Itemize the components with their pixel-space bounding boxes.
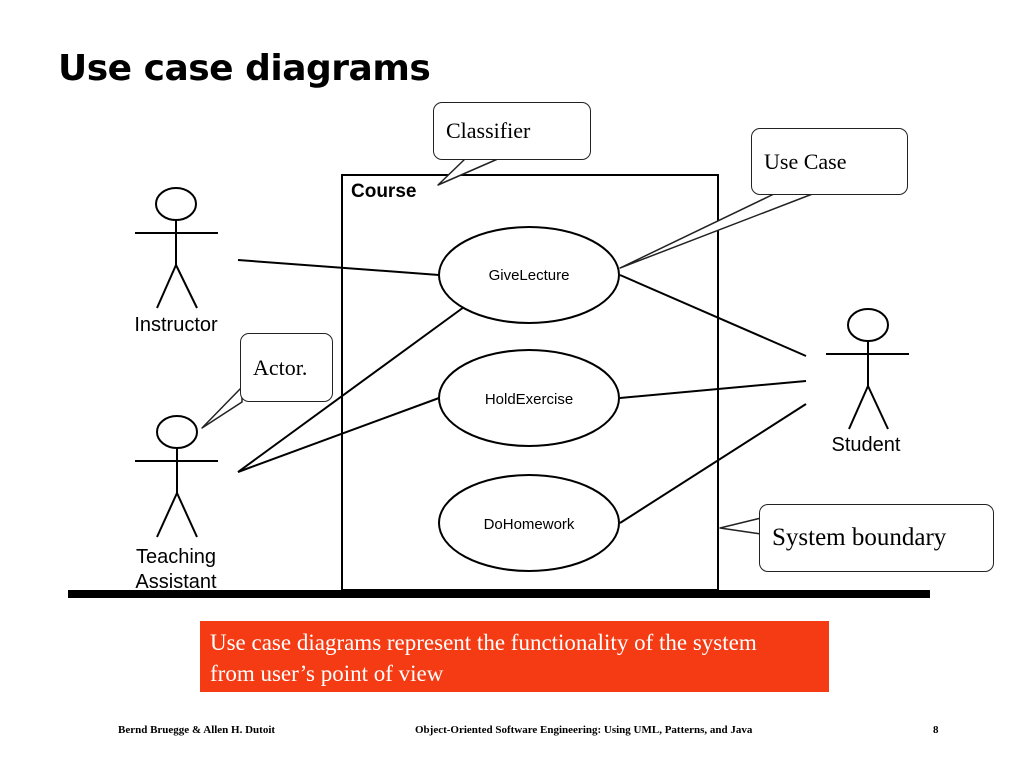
system-boundary-callout-text: System boundary: [772, 524, 947, 551]
use-case-givelecture: GiveLecture: [438, 226, 620, 324]
use-case-label: DoHomework: [484, 516, 575, 533]
actor-teaching-assistant-label-line2: Assistant: [135, 571, 217, 593]
actor-pointer: [201, 386, 243, 429]
slide-title: Use case diagrams: [58, 48, 431, 89]
classifier-callout-text: Classifier: [446, 118, 531, 143]
use-case-label: HoldExercise: [485, 391, 573, 408]
use-case-holdexercise: HoldExercise: [438, 349, 620, 447]
system-boundary-callout: System boundary: [759, 504, 994, 572]
assoc-holdexercise-student: [619, 380, 807, 399]
assoc-ta-givelecture: [237, 306, 465, 473]
actor-student-label: Student: [832, 434, 901, 456]
associations: [237, 259, 807, 524]
use-case-callout: Use Case: [751, 128, 908, 195]
actor-instructor-label: Instructor: [134, 314, 218, 336]
ground-bar: [68, 590, 930, 598]
summary-box: Use case diagrams represent the function…: [200, 621, 829, 692]
callout-pointers: [201, 157, 816, 535]
assoc-ta-holdexercise: [237, 397, 440, 473]
footer-page-number: 8: [933, 724, 939, 736]
actor-teaching-assistant-label-line1: Teaching: [136, 546, 216, 568]
actor-teaching-assistant-figure: [135, 415, 218, 538]
assoc-instructor-givelecture: [237, 259, 440, 276]
actor-callout-text: Actor.: [253, 354, 308, 380]
use-case-label: GiveLecture: [489, 267, 570, 284]
assoc-givelecture-student: [619, 274, 807, 357]
summary-line-2: from user’s point of view: [210, 661, 444, 686]
classifier-pointer: [437, 157, 501, 186]
actor-student-figure: [826, 308, 909, 430]
footer-book-title: Object-Oriented Software Engineering: Us…: [415, 724, 753, 736]
classifier-callout: Classifier: [433, 102, 591, 160]
summary-line-1: Use case diagrams represent the function…: [210, 630, 757, 655]
actor-instructor-figure: [135, 187, 218, 309]
assoc-dohomework-student: [619, 403, 807, 524]
use-case-dohomework: DoHomework: [438, 474, 620, 572]
actor-callout: Actor.: [240, 333, 333, 402]
footer-authors: Bernd Bruegge & Allen H. Dutoit: [118, 724, 276, 736]
system-boundary-pointer: [719, 517, 762, 535]
use-case-callout-text: Use Case: [764, 148, 847, 174]
system-name: Course: [351, 181, 416, 202]
